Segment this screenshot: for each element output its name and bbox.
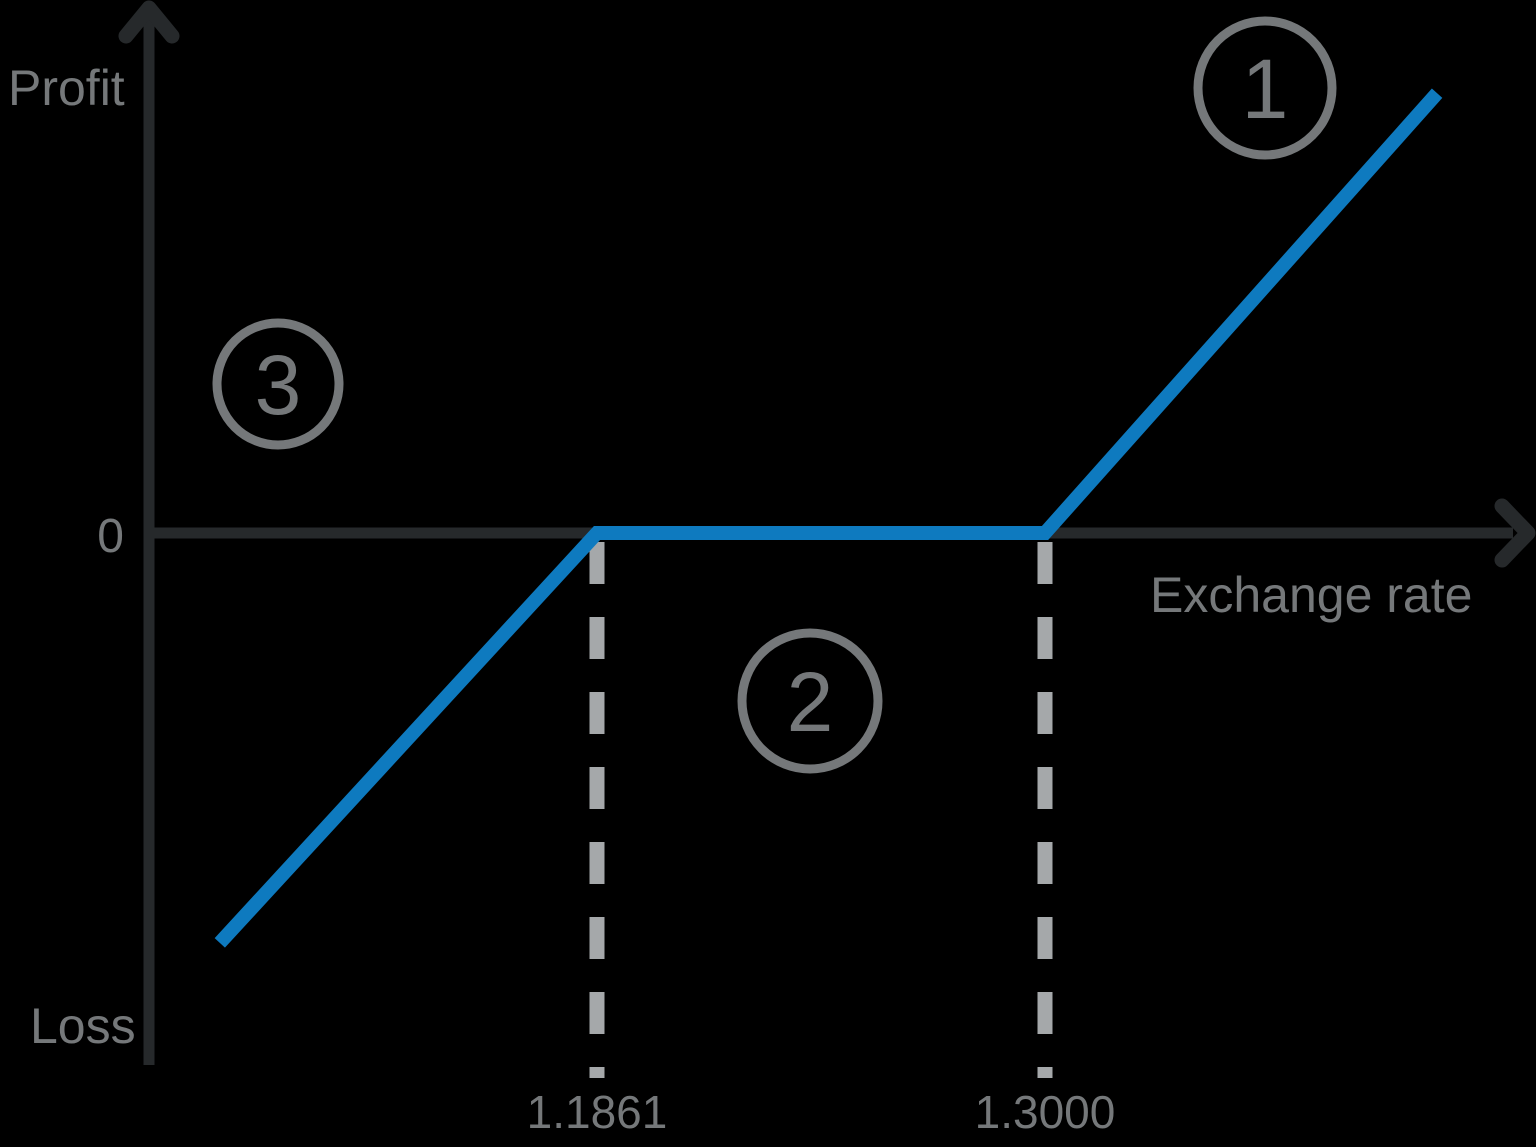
annotation-badge-2: 2 (737, 628, 883, 774)
annotation-number: 1 (1242, 42, 1289, 136)
y-axis-bottom-label: Loss (30, 998, 136, 1054)
annotation-circle-icon (737, 628, 883, 774)
payoff-line (214, 88, 1443, 948)
y-axis-arrow-icon (118, 0, 180, 44)
x-axis-label: Exchange rate (1150, 567, 1472, 623)
annotation-circle-icon (212, 318, 344, 450)
y-axis-top-label: Profit (8, 60, 125, 116)
annotation-badge-1: 1 (1193, 16, 1337, 160)
annotation-badge-3: 3 (212, 318, 344, 450)
x-tick-label-1: 1.3000 (975, 1086, 1116, 1138)
annotation-circle-icon (1193, 16, 1337, 160)
annotation-number: 2 (787, 655, 834, 749)
origin-zero-label: 0 (97, 510, 124, 563)
x-tick-label-0: 1.1861 (527, 1086, 668, 1138)
x-axis-arrow-icon (1494, 498, 1536, 568)
annotation-number: 3 (255, 338, 302, 432)
